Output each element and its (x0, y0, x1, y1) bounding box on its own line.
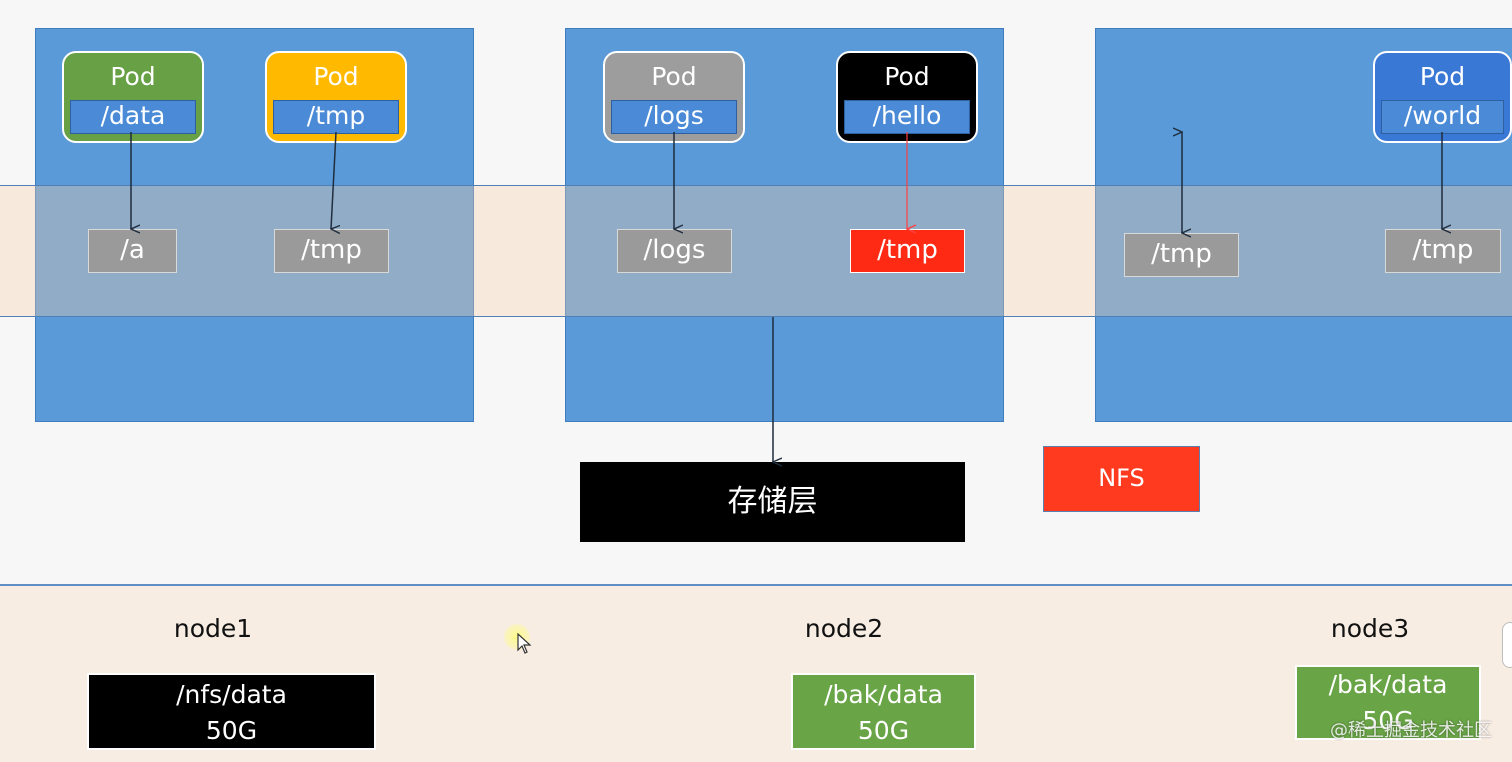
volume-node1: /nfs/data 50G (87, 673, 376, 750)
pod-title: Pod (110, 62, 156, 91)
storage-layer: 存储层 (580, 462, 965, 542)
pod-node1-data[interactable]: Pod /data (62, 51, 204, 143)
pod-mount-path: /tmp (273, 100, 399, 134)
pod-mount-path: /logs (611, 100, 737, 134)
node2-label: node2 (804, 614, 884, 643)
pod-title: Pod (1419, 62, 1466, 91)
pod-node1-tmp[interactable]: Pod /tmp (265, 51, 407, 143)
node3-label: node3 (1330, 614, 1410, 643)
pod-title: Pod (651, 62, 697, 91)
pod-title: Pod (884, 62, 930, 91)
volume-path: /bak/data (1328, 670, 1448, 699)
cursor-icon (517, 633, 532, 654)
volume-path: /nfs/data (176, 680, 287, 709)
pod-node2-logs[interactable]: Pod /logs (603, 51, 745, 143)
volume-node2: /bak/data 50G (791, 673, 976, 750)
volume-node3: /bak/data 50G (1295, 665, 1481, 740)
pod-mount-path: /hello (844, 100, 970, 134)
volume-size: 50G (1362, 706, 1414, 735)
host-dir-node3-tmp-left: /tmp (1124, 233, 1239, 277)
watermark: @稀土掘金技术社区 (1330, 720, 1492, 741)
node1-label: node1 (173, 614, 253, 643)
host-dir-node1-tmp: /tmp (274, 229, 389, 273)
pod-mount-path: /world (1381, 100, 1504, 134)
volume-size: 50G (205, 716, 258, 745)
cursor-highlight (504, 624, 530, 650)
pod-mount-path: /data (70, 100, 196, 134)
host-dir-node2-tmp: /tmp (850, 229, 965, 273)
host-dir-node1-a: /a (88, 229, 177, 273)
pod-node3-world[interactable]: Pod /world (1373, 51, 1512, 143)
scrollbar-handle[interactable] (1502, 622, 1512, 668)
host-dir-node2-logs: /logs (617, 229, 732, 273)
volume-size: 50G (857, 716, 910, 745)
pod-node2-hello[interactable]: Pod /hello (836, 51, 978, 143)
host-directory-band (0, 185, 1512, 317)
pod-title: Pod (313, 62, 359, 91)
nfs-box: NFS (1043, 446, 1200, 512)
volume-path: /bak/data (824, 680, 943, 709)
host-dir-node3-tmp-right: /tmp (1385, 229, 1501, 273)
